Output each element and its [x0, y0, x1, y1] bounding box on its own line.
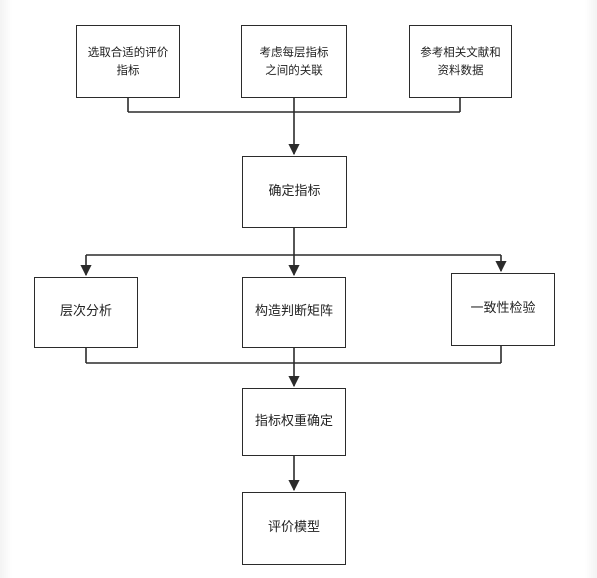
node-consider-relations-label: 考虑每层指标之间的关联 [259, 44, 329, 77]
node-select-indicators: 选取合适的评价指标 [76, 25, 180, 98]
node-consistency-check: 一致性检验 [451, 273, 555, 346]
node-reference-literature: 参考相关文献和资料数据 [409, 25, 512, 98]
node-determine-indicators-label: 确定指标 [268, 183, 321, 199]
node-evaluation-model: 评价模型 [242, 492, 346, 565]
node-consider-relations: 考虑每层指标之间的关联 [241, 25, 347, 98]
node-hierarchy-analysis-label: 层次分析 [59, 304, 112, 320]
left-page-edge [0, 0, 12, 578]
node-determine-indicators: 确定指标 [242, 156, 347, 228]
node-weight-determination: 指标权重确定 [242, 388, 346, 456]
node-weight-determination-label: 指标权重确定 [254, 413, 333, 429]
right-page-edge [585, 0, 597, 578]
node-select-indicators-label: 选取合适的评价指标 [87, 44, 169, 77]
node-evaluation-model-label: 评价模型 [267, 520, 320, 536]
node-judgment-matrix: 构造判断矩阵 [242, 277, 346, 348]
node-judgment-matrix-label: 构造判断矩阵 [254, 304, 333, 320]
node-reference-literature-label: 参考相关文献和资料数据 [420, 44, 501, 77]
node-consistency-check-label: 一致性检验 [470, 301, 536, 317]
node-hierarchy-analysis: 层次分析 [34, 277, 138, 348]
